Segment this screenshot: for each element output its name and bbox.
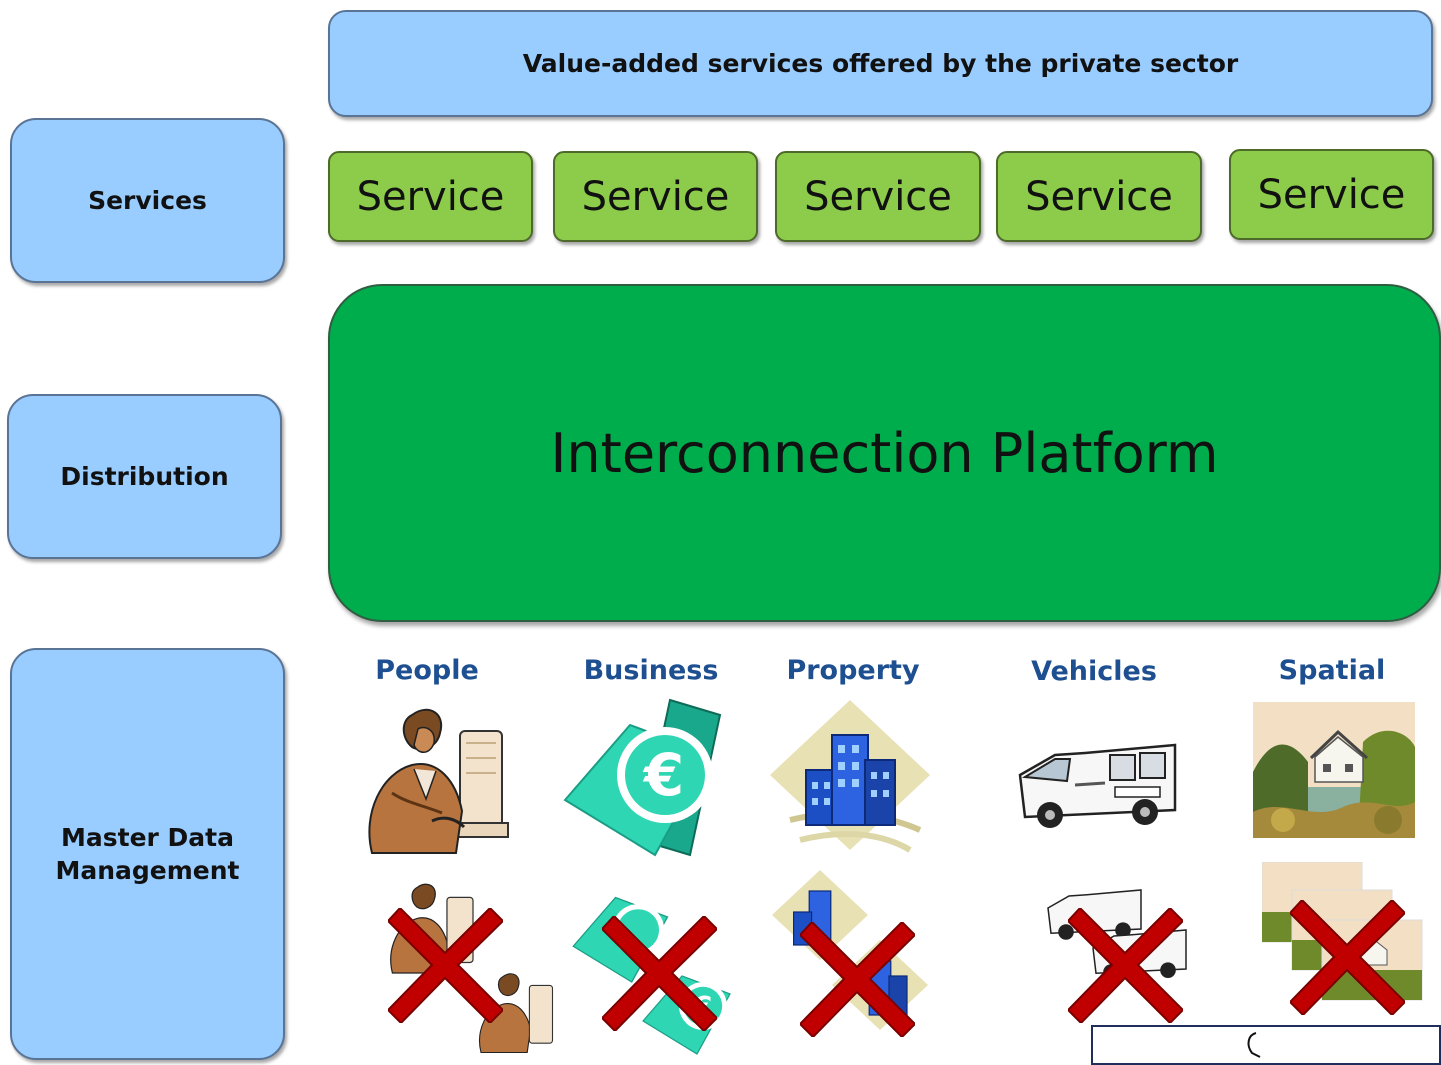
interconnection-platform-box: Interconnection Platform: [328, 284, 1441, 622]
euro-money-icon: €: [563, 698, 722, 857]
category-label-spatial: Spatial: [1278, 655, 1386, 686]
service-label: Service: [581, 173, 730, 220]
distribution-layer-label: Distribution: [60, 461, 229, 491]
office-building-icon: [770, 700, 930, 853]
master-data-layer-label: Master Data Management: [55, 823, 240, 885]
service-label: Service: [1257, 171, 1406, 218]
service-label: Service: [356, 173, 505, 220]
services-layer-box: Services: [10, 118, 285, 283]
category-label-property: Property: [786, 655, 920, 686]
curl-glyph-icon: [1247, 1032, 1261, 1058]
service-box: Service: [553, 151, 758, 242]
service-label: Service: [804, 173, 952, 220]
red-cross-icon: [388, 908, 503, 1023]
service-box: Service: [775, 151, 981, 242]
service-box: Service: [996, 151, 1202, 242]
value-added-services-banner: Value-added services offered by the priv…: [328, 10, 1433, 117]
red-cross-icon: [800, 922, 915, 1037]
landscape-house-icon: [1253, 702, 1415, 838]
category-label-business: Business: [583, 655, 719, 686]
interconnection-platform-label: Interconnection Platform: [550, 421, 1219, 485]
person-at-computer-icon: [368, 708, 509, 854]
distribution-layer-box: Distribution: [7, 394, 282, 559]
category-label-people: People: [375, 655, 479, 686]
ambulance-icon: [1018, 743, 1177, 828]
red-cross-icon: [1068, 908, 1183, 1023]
service-box: Service: [328, 151, 533, 242]
services-layer-label: Services: [88, 185, 207, 215]
svg-text:€: €: [642, 741, 684, 809]
value-added-services-label: Value-added services offered by the priv…: [522, 49, 1239, 78]
master-data-layer-box: Master Data Management: [10, 648, 285, 1060]
red-cross-icon: [602, 916, 717, 1031]
category-label-vehicles: Vehicles: [1031, 656, 1157, 687]
service-box: Service: [1229, 149, 1434, 240]
service-label: Service: [1025, 173, 1173, 220]
partial-callout-box: [1091, 1025, 1441, 1065]
red-cross-icon: [1290, 900, 1405, 1015]
